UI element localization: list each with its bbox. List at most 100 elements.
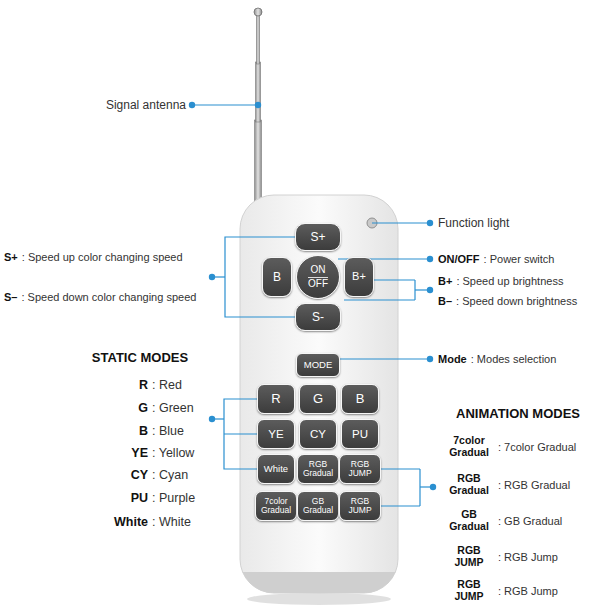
button-label: MODE — [304, 360, 333, 370]
button-label: S+ — [310, 231, 325, 244]
antenna — [254, 8, 262, 202]
key-name: PU — [88, 491, 148, 505]
label-row: CY : Cyan — [88, 468, 188, 482]
remote-button: G — [299, 384, 337, 414]
key-name: Mode — [438, 353, 467, 365]
remote-button: S- — [295, 303, 341, 331]
label-row: B– : Speed down brightness — [438, 295, 577, 307]
remote-button: B — [341, 384, 379, 414]
button-label: 7color Gradual — [257, 497, 295, 515]
key-name: G — [88, 401, 148, 415]
key-name: S– — [4, 291, 17, 303]
remote-button: B — [262, 257, 292, 297]
key-name: RGB Gradual — [444, 473, 494, 496]
remote-button: RGB JUMP — [339, 454, 381, 484]
button-label: B — [356, 392, 365, 406]
callout-label: Function light — [438, 216, 509, 230]
key-description: : RGB Gradual — [498, 479, 570, 491]
label-row: B : Blue — [88, 424, 184, 438]
key-description: : RGB Jump — [498, 585, 558, 597]
remote-button: B+ — [344, 257, 374, 297]
remote-button: R — [257, 384, 295, 414]
shadow — [247, 593, 391, 605]
button-label: ON — [311, 265, 326, 276]
label-row: GB Gradual : GB Gradual — [444, 509, 562, 532]
key-name: B+ — [438, 275, 452, 287]
key-name: RGB JUMP — [444, 545, 494, 568]
label-row: Function light — [438, 216, 509, 230]
label-row: B+: Speed up brightness — [438, 275, 563, 287]
key-name: 7color Gradual — [444, 435, 494, 458]
label-row: RGB JUMP : RGB Jump — [444, 579, 558, 602]
label-row: S+ : Speed up color changing speed — [4, 251, 183, 263]
button-label: PU — [352, 428, 368, 440]
key-description: : Speed down color changing speed — [21, 291, 196, 303]
label-row: White : White — [88, 515, 191, 529]
button-label: B — [273, 271, 281, 284]
key-description: : Red — [152, 378, 182, 392]
key-name: GB Gradual — [444, 509, 494, 532]
label-row: S– : Speed down color changing speed — [4, 291, 196, 303]
label-row: Mode : Modes selection — [438, 353, 556, 365]
callout-label: Signal antenna — [106, 98, 186, 112]
key-name: White — [88, 515, 148, 529]
button-label: OFF — [308, 277, 328, 290]
label-row: G : Green — [88, 401, 194, 415]
remote-button: White — [257, 454, 295, 484]
section-heading: STATIC MODES — [92, 350, 188, 365]
key-description: : Power switch — [484, 253, 555, 265]
label-row: STATIC MODES — [92, 350, 188, 365]
remote-button: RGB Gradual — [297, 454, 339, 484]
label-row: ANIMATION MODES — [456, 406, 580, 421]
key-description: : Speed up color changing speed — [22, 251, 183, 263]
section-heading: ANIMATION MODES — [456, 406, 580, 421]
remote-button: S+ — [295, 223, 341, 251]
button-label: B+ — [352, 271, 366, 283]
label-row: PU : Purple — [88, 491, 195, 505]
button-label: CY — [310, 428, 326, 440]
key-description: : 7color Gradual — [498, 441, 576, 453]
key-description: : Yellow — [152, 446, 194, 460]
remote-button: PU — [341, 419, 379, 449]
label-row: YE : Yellow — [88, 446, 194, 460]
button-label: G — [313, 392, 323, 406]
key-description: : RGB Jump — [498, 551, 558, 563]
remote-body — [236, 195, 402, 602]
remote-button: 7color Gradual — [255, 491, 297, 521]
button-label: R — [271, 392, 280, 406]
leader-dots — [189, 102, 436, 490]
label-row: ON/OFF : Power switch — [438, 253, 554, 265]
button-label: YE — [268, 428, 283, 440]
label-row: RGB JUMP : RGB Jump — [444, 545, 558, 568]
key-name: ON/OFF — [438, 253, 480, 265]
key-name: B — [88, 424, 148, 438]
key-description: : Speed down brightness — [456, 295, 577, 307]
key-description: : Blue — [152, 424, 184, 438]
key-description: : White — [152, 515, 191, 529]
label-row: Signal antenna — [106, 98, 186, 112]
key-name: B– — [438, 295, 452, 307]
label-row: R : Red — [88, 378, 182, 392]
key-description: : Green — [152, 401, 194, 415]
button-label: GB Gradual — [299, 497, 337, 515]
button-label: White — [264, 464, 288, 474]
key-name: S+ — [4, 251, 18, 263]
remote-button: RGB JUMP — [339, 491, 381, 521]
key-description: : GB Gradual — [498, 515, 562, 527]
key-name: YE — [88, 446, 148, 460]
key-name: CY — [88, 468, 148, 482]
key-description: : Modes selection — [471, 353, 557, 365]
remote-button: CY — [299, 419, 337, 449]
key-name: RGB JUMP — [444, 579, 494, 602]
button-label: RGB JUMP — [341, 497, 379, 515]
key-description: : Cyan — [152, 468, 188, 482]
key-name: R — [88, 378, 148, 392]
label-row: RGB Gradual : RGB Gradual — [444, 473, 570, 496]
key-description: : Purple — [152, 491, 195, 505]
power-button: ONOFF — [296, 255, 340, 299]
button-label: S- — [312, 311, 324, 324]
remote-button: GB Gradual — [297, 491, 339, 521]
remote-button: YE — [257, 419, 295, 449]
button-label: RGB Gradual — [299, 460, 337, 478]
